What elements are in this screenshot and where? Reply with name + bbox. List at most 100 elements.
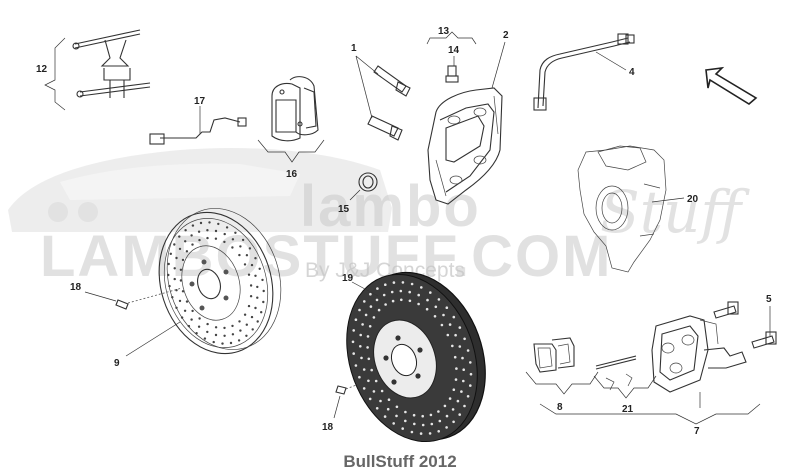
drill-hole <box>206 330 209 334</box>
drill-hole <box>453 355 457 359</box>
drill-hole <box>198 238 201 242</box>
drill-hole <box>206 229 209 232</box>
drill-hole <box>366 346 369 349</box>
drill-hole <box>466 395 470 398</box>
drill-hole <box>190 318 193 321</box>
disc-bolt-holes <box>189 259 229 311</box>
drill-hole <box>452 315 456 319</box>
drill-hole <box>241 238 245 242</box>
drill-hole <box>167 262 170 266</box>
drill-hole <box>437 430 441 433</box>
drill-hole <box>452 388 456 392</box>
part-8-rear-brake-pads <box>525 337 599 395</box>
drill-hole <box>225 226 229 229</box>
drill-hole <box>367 357 371 361</box>
drill-hole <box>254 306 257 310</box>
drill-hole <box>203 337 207 340</box>
drill-hole <box>434 305 438 309</box>
drill-hole <box>408 299 412 303</box>
drill-hole <box>454 333 457 337</box>
drill-hole <box>191 224 195 227</box>
drill-hole <box>462 368 466 372</box>
drill-hole <box>214 229 218 233</box>
drill-hole <box>258 267 261 270</box>
part-18-disc-screws <box>84 287 391 419</box>
drill-hole <box>191 309 194 313</box>
drill-hole <box>214 237 218 240</box>
drill-hole <box>384 303 387 306</box>
assembly-bracket-7 <box>539 403 761 425</box>
drill-hole <box>247 273 251 276</box>
watermark-car-silhouette <box>8 148 392 232</box>
drill-hole <box>237 339 241 342</box>
drill-hole <box>437 410 440 413</box>
drill-hole <box>262 300 265 304</box>
disc-drill-holes <box>351 281 473 435</box>
drill-hole <box>256 296 259 299</box>
drill-hole <box>229 341 233 345</box>
drill-hole <box>395 405 399 409</box>
drill-hole <box>352 352 356 355</box>
drill-hole <box>238 320 241 323</box>
part-12-pins-and-clip <box>44 29 151 111</box>
drill-hole <box>364 313 368 317</box>
drill-hole <box>231 238 235 241</box>
callout-14: 14 <box>448 45 460 56</box>
drill-hole <box>452 420 455 424</box>
drill-hole <box>245 323 248 326</box>
drill-hole <box>181 290 185 293</box>
drill-hole <box>359 333 363 337</box>
drill-hole <box>217 222 220 226</box>
drill-hole <box>351 340 355 344</box>
drill-hole <box>384 283 387 287</box>
drill-hole <box>369 305 373 308</box>
callout-labels: 12 17 16 1 13 14 2 4 15 20 18 19 5 9 8 2… <box>36 26 772 437</box>
drill-hole <box>175 306 178 309</box>
drill-hole <box>256 320 259 323</box>
drill-hole <box>231 333 235 336</box>
drill-hole <box>430 422 434 426</box>
drill-hole <box>184 240 187 243</box>
drill-hole <box>261 278 264 282</box>
part-16-front-brake-pads <box>257 76 325 163</box>
callout-20: 20 <box>687 194 699 205</box>
part-5-rear-caliper-bolts <box>713 301 777 349</box>
part-13-14-bleeder-valve <box>426 31 477 83</box>
drill-hole <box>443 404 447 408</box>
drill-hole <box>433 315 437 318</box>
drill-hole <box>419 432 423 435</box>
drill-hole <box>458 413 462 416</box>
disc-bolt-holes <box>383 335 423 385</box>
drill-hole <box>440 323 444 327</box>
callout-18-front: 18 <box>70 282 82 293</box>
drill-hole <box>425 307 429 311</box>
drill-hole <box>254 274 257 277</box>
drill-hole <box>374 379 378 383</box>
drill-hole <box>380 389 384 393</box>
drill-hole <box>243 313 247 316</box>
drill-hole <box>367 379 370 383</box>
drill-hole <box>212 340 215 344</box>
drill-hole <box>191 243 194 246</box>
drill-hole <box>401 427 405 430</box>
drill-hole <box>369 292 372 296</box>
drill-hole <box>445 306 449 310</box>
drill-hole <box>442 313 445 317</box>
callout-15: 15 <box>338 204 350 215</box>
drill-hole <box>417 293 421 297</box>
part-9-front-brake-disc <box>125 208 282 357</box>
drill-hole <box>206 322 209 326</box>
watermark-logo-right: Stuff <box>600 178 750 246</box>
drill-hole <box>466 349 470 352</box>
drill-hole <box>214 333 218 337</box>
part-17-wear-sensor <box>149 106 247 145</box>
drill-hole <box>454 378 458 381</box>
drill-hole <box>363 300 366 303</box>
drill-hole <box>249 284 253 287</box>
drill-hole <box>375 407 379 410</box>
drill-hole <box>262 289 265 293</box>
drill-hole <box>412 413 416 417</box>
drill-hole <box>429 291 432 294</box>
drill-hole <box>169 252 172 255</box>
